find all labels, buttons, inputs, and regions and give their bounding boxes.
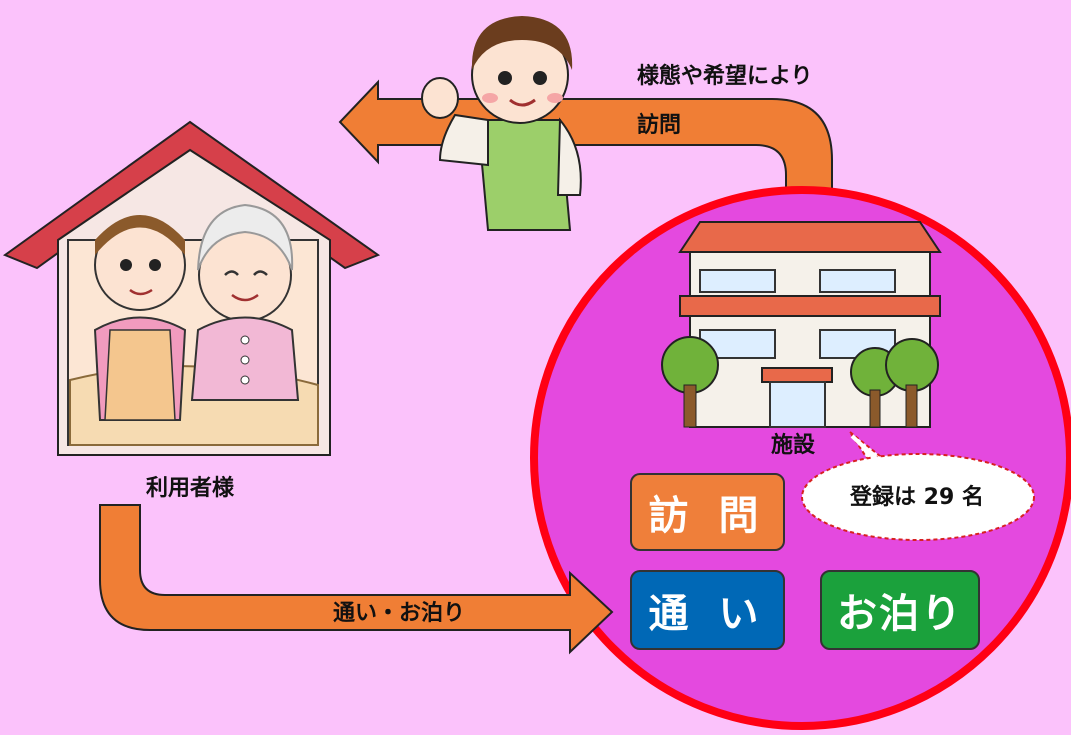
user-label: 利用者様 — [146, 476, 235, 501]
day-service-button[interactable]: 通 い — [630, 570, 785, 650]
visit-service-button[interactable]: 訪 問 — [630, 473, 785, 551]
visit-arrow-label-line2: 訪問 — [637, 113, 682, 138]
commute-arrow — [99, 504, 614, 655]
registration-bubble — [801, 431, 1035, 541]
facility-building — [661, 221, 942, 428]
registration-text: 登録は 29 名 — [850, 485, 984, 510]
commute-arrow-label: 通い・お泊り — [333, 601, 466, 626]
staff-illustration — [421, 16, 582, 231]
house-illustration — [2, 120, 381, 456]
facility-label: 施設 — [771, 433, 816, 458]
stay-service-button[interactable]: お泊り — [820, 570, 980, 650]
visit-arrow-label-line1: 様態や希望により — [637, 64, 813, 89]
